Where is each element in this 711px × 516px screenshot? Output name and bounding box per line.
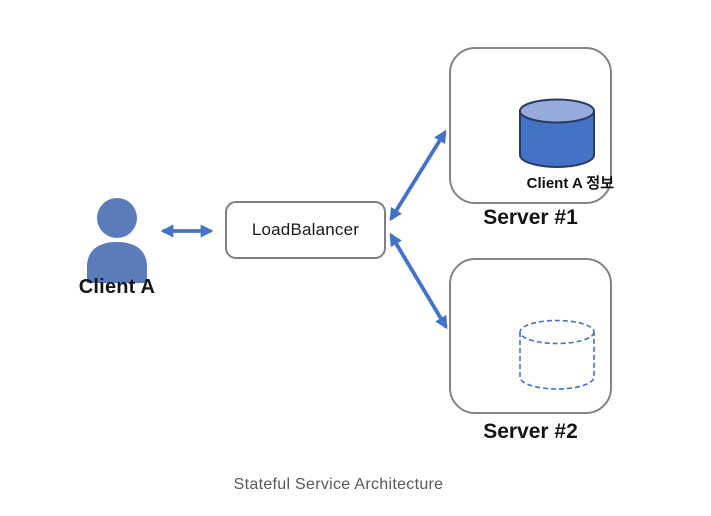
db-data-label: Client A 정보 <box>526 175 614 192</box>
loadbalancer-label: LoadBalancer <box>251 220 360 239</box>
client-person-icon <box>87 198 147 283</box>
loadbalancer-box: LoadBalancer <box>225 201 386 259</box>
server2-box <box>449 258 612 414</box>
client-a-label: Client A <box>78 276 156 298</box>
db-cylinder-filled-icon <box>519 98 595 168</box>
diagram-caption: Stateful Service Architecture <box>233 476 444 493</box>
server1-label: Server #1 <box>483 206 578 229</box>
arrow-loadbalancer-server1 <box>389 129 447 222</box>
arrow-loadbalancer-server2 <box>389 232 448 330</box>
db-cylinder-empty-icon <box>519 319 595 390</box>
server2-label: Server #2 <box>483 420 578 443</box>
